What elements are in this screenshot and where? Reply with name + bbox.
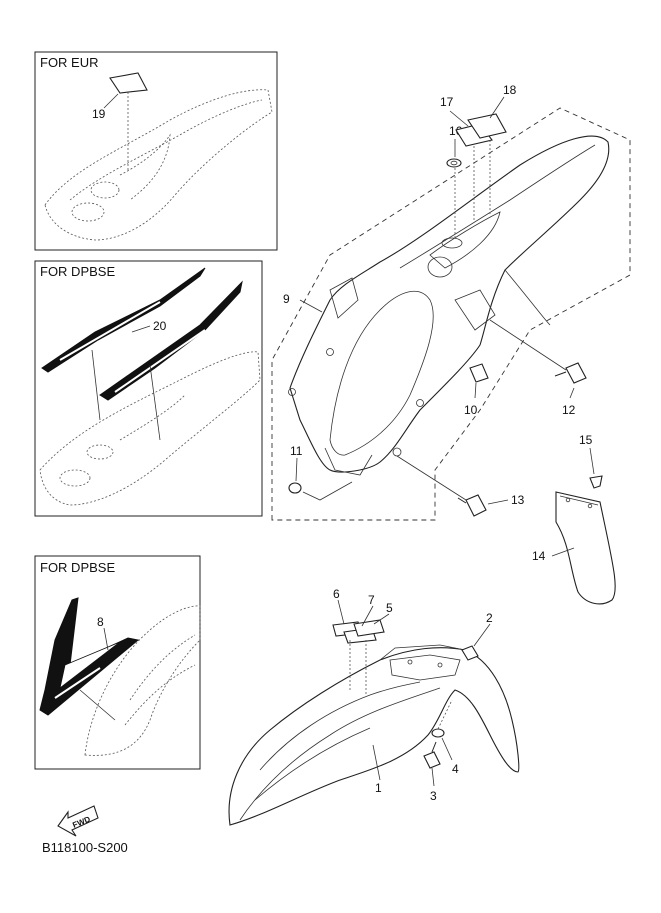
callout-7: 7 <box>368 593 375 607</box>
rear-fender-assembly: 9 16 17 18 10 11 <box>271 83 631 521</box>
part-8-decal <box>39 597 140 716</box>
box-title: FOR DPBSE <box>40 264 115 279</box>
box-title: FOR EUR <box>40 55 99 70</box>
assembly-outline <box>271 107 631 521</box>
callout-12: 12 <box>562 403 576 417</box>
part-15-rivet <box>589 475 603 489</box>
front-fender-sketch <box>84 605 201 756</box>
part-4-washer <box>431 728 445 738</box>
callout-8: 8 <box>97 615 104 629</box>
part-2-nut <box>461 645 479 661</box>
part-20-decal-lower <box>99 280 243 401</box>
box-for-dpbse-front: FOR DPBSE 8 <box>34 555 201 770</box>
part-19-pad <box>109 72 148 170</box>
part-10-nut <box>469 363 489 383</box>
callout-13: 13 <box>511 493 525 507</box>
callout-6: 6 <box>333 587 340 601</box>
callout-15: 15 <box>579 433 593 447</box>
callout-14: 14 <box>532 549 546 563</box>
diagram-code: B118100-S200 <box>42 840 128 855</box>
callout-9: 9 <box>283 292 290 306</box>
part-16-grommet <box>446 158 462 168</box>
rear-fender-sketch <box>44 89 273 241</box>
box-for-eur: FOR EUR 19 <box>34 51 278 251</box>
part-1-front-fender <box>228 644 520 826</box>
part-18-pad <box>467 113 507 139</box>
part-20-decal-upper <box>41 267 206 373</box>
callout-3: 3 <box>430 789 437 803</box>
callout-20: 20 <box>153 319 167 333</box>
box-for-dpbse-decals: FOR DPBSE 20 <box>34 260 263 517</box>
box-title: FOR DPBSE <box>40 560 115 575</box>
callout-1: 1 <box>375 781 382 795</box>
part-3-bolt <box>423 741 441 769</box>
fwd-arrow-icon: FWD <box>57 805 99 837</box>
callout-5: 5 <box>386 601 393 615</box>
callout-18: 18 <box>503 83 517 97</box>
callout-10: 10 <box>464 403 478 417</box>
callout-11: 11 <box>290 444 303 458</box>
part-12-screw <box>554 362 587 384</box>
callout-19: 19 <box>92 107 106 121</box>
part-11-washer <box>288 482 302 494</box>
callout-17: 17 <box>440 95 454 109</box>
box-frame <box>34 260 263 517</box>
part-14-mud-flap <box>555 491 616 605</box>
box-frame <box>34 555 201 770</box>
part-13-bolt <box>457 494 487 517</box>
callout-2: 2 <box>486 611 493 625</box>
callout-4: 4 <box>452 762 459 776</box>
box-frame <box>34 51 278 251</box>
part-9-rear-fender <box>288 135 610 476</box>
rear-fender-sketch <box>39 351 261 506</box>
part-5-pad <box>353 619 385 637</box>
